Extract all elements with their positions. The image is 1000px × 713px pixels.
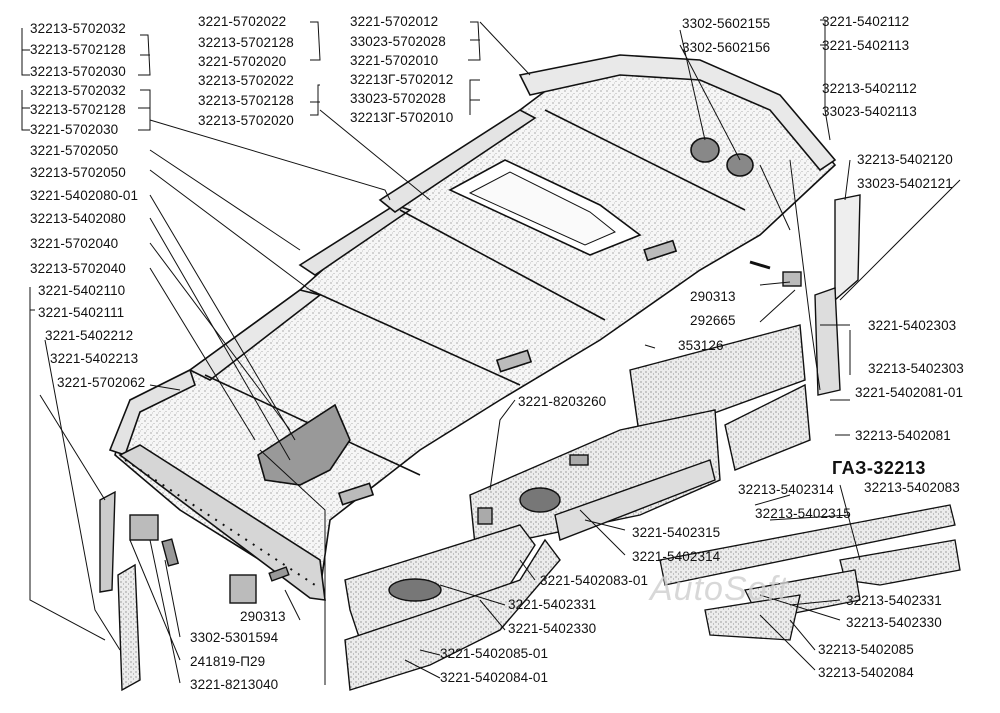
part-label: 32213-5702040 xyxy=(30,261,126,276)
part-label: 3221-5702062 xyxy=(57,375,146,390)
part-label: 3221-5402213 xyxy=(50,351,139,366)
part-label: 32213-5702128 xyxy=(198,93,294,108)
part-label: 290313 xyxy=(690,289,736,304)
roof-assembly xyxy=(108,54,837,601)
part-label: 32213-5702032 xyxy=(30,21,126,36)
part-label: 3221-8213040 xyxy=(190,677,279,692)
part-label: 3221-5402303 xyxy=(868,318,957,333)
watermark: AutoSoft xyxy=(650,570,789,608)
part-label: 32213-5402081 xyxy=(855,428,951,443)
part-label: 3302-5602156 xyxy=(682,40,771,55)
part-label: 241819-П29 xyxy=(190,654,266,669)
part-label: 32213-5402085 xyxy=(818,642,914,657)
part-label: 3221-5402081-01 xyxy=(855,385,964,400)
part-label: 3221-5702022 xyxy=(198,14,287,29)
part-label: 3221-5702050 xyxy=(30,143,119,158)
part-label: 353126 xyxy=(678,338,724,353)
part-label: 3221-5402113 xyxy=(822,38,910,53)
part-label: 32213Г-5702010 xyxy=(350,110,454,125)
part-label: 32213-5402084 xyxy=(818,665,914,680)
diagram-title: ГАЗ-32213 xyxy=(832,458,926,478)
part-label: 32213-5702050 xyxy=(30,165,126,180)
inset-panels xyxy=(659,504,961,641)
part-label: 290313 xyxy=(240,609,286,624)
side-panel-lower xyxy=(344,538,561,691)
part-label: 32213-5402083 xyxy=(864,480,960,495)
part-label: 3221-5402212 xyxy=(45,328,134,343)
part-label: 3221-5402080-01 xyxy=(30,188,139,203)
side-panel-rear xyxy=(629,324,806,441)
side-panel-corner xyxy=(724,383,811,471)
part-label: 32213-5402315 xyxy=(755,506,851,521)
part-label: 32213-5402080 xyxy=(30,211,126,226)
part-label: 3221-5702020 xyxy=(198,54,287,69)
part-label: 3221-5702010 xyxy=(350,53,439,68)
pillar-parts xyxy=(99,194,861,692)
part-label: 32213-5402331 xyxy=(846,593,942,608)
part-label: 32213-5702022 xyxy=(198,73,294,88)
part-label: 3302-5301594 xyxy=(190,630,279,645)
part-label: 32213-5702030 xyxy=(30,64,126,79)
part-label: 3221-5702030 xyxy=(30,122,119,137)
part-label: 33023-5402113 xyxy=(822,104,917,119)
part-label: 3221-5402111 xyxy=(38,305,125,320)
part-label: 3221-5702040 xyxy=(30,236,119,251)
part-label: 32213-5702020 xyxy=(198,113,294,128)
part-label: 292665 xyxy=(690,313,736,328)
part-label: 3221-5402331 xyxy=(508,597,597,612)
part-label: 3221-8203260 xyxy=(518,394,607,409)
part-label: 3221-5402085-01 xyxy=(440,646,549,661)
part-label: 3221-5402314 xyxy=(632,549,721,564)
part-label: 32213Г-5702012 xyxy=(350,72,454,87)
part-label: 3302-5602155 xyxy=(682,16,771,31)
part-label: 33023-5402121 xyxy=(857,176,953,191)
part-label: 3221-5402083-01 xyxy=(540,573,649,588)
part-label: 3221-5402315 xyxy=(632,525,721,540)
part-label: 33023-5702028 xyxy=(350,91,446,106)
part-label: 32213-5702128 xyxy=(198,35,294,50)
part-label: 32213-5402330 xyxy=(846,615,942,630)
part-label: 32213-5702128 xyxy=(30,102,126,117)
part-label: 3221-5402110 xyxy=(38,283,126,298)
part-label: 33023-5702028 xyxy=(350,34,446,49)
part-label: 3221-5402330 xyxy=(508,621,597,636)
part-label: 32213-5402303 xyxy=(868,361,964,376)
part-label: 32213-5402314 xyxy=(738,482,834,497)
side-panels xyxy=(344,324,811,691)
part-label: 32213-5402120 xyxy=(857,152,953,167)
leader-lines xyxy=(21,19,961,685)
part-label: 32213-5702128 xyxy=(30,42,126,57)
part-label: 32213-5702032 xyxy=(30,83,126,98)
part-label: 32213-5402112 xyxy=(822,81,917,96)
part-label: 3221-5702012 xyxy=(350,14,439,29)
vent-bracket xyxy=(257,403,351,486)
part-label: 3221-5402084-01 xyxy=(440,670,549,685)
part-label: 3221-5402112 xyxy=(822,14,910,29)
